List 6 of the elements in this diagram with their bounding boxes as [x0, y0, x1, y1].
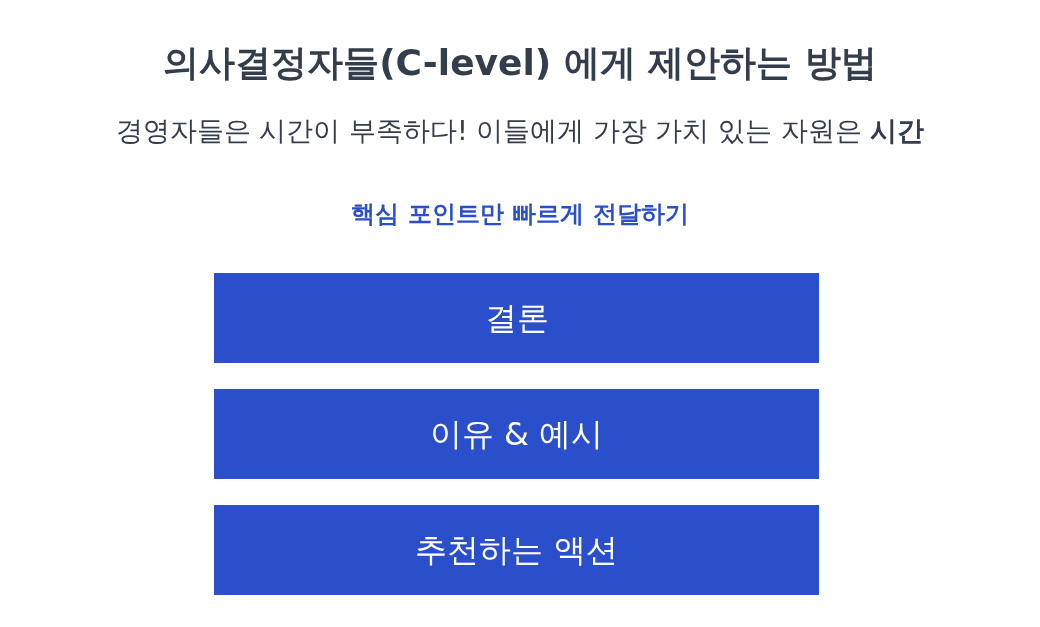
- title: 의사결정자들(C-level) 에게 제안하는 방법: [162, 41, 878, 85]
- section-heading: 핵심 포인트만 빠르게 전달하기: [350, 199, 690, 230]
- subtitle: 경영자들은 시간이 부족하다! 이들에게 가장 가치 있는 자원은 시간: [114, 114, 926, 148]
- step-box: 이유 & 예시: [214, 389, 819, 479]
- step-box: 추천하는 액션: [214, 505, 819, 595]
- step-box: 결론: [214, 273, 819, 363]
